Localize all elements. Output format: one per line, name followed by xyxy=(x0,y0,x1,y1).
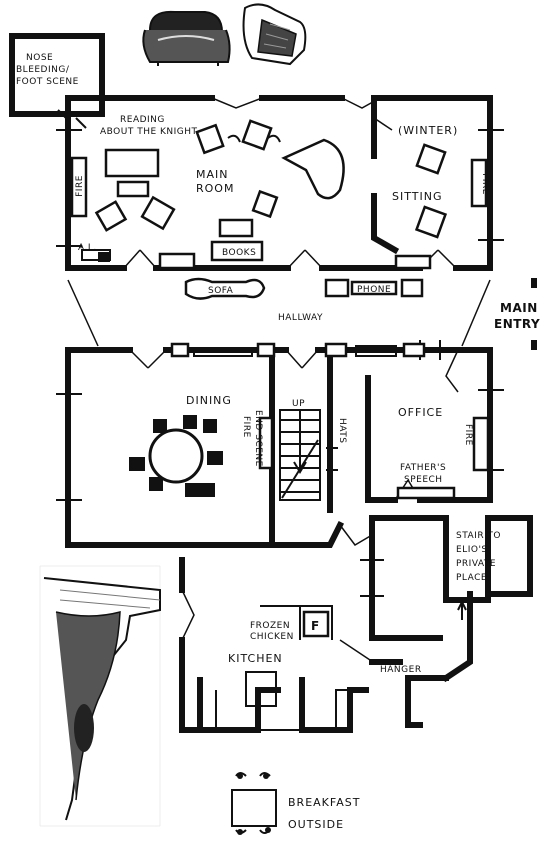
fire-office-label: FIRE xyxy=(463,424,473,446)
hallway-furniture xyxy=(170,277,426,358)
books-label: BOOKS xyxy=(222,248,256,258)
stair-label-3: PRIVATE xyxy=(456,559,496,569)
stair-label-4: PLACE xyxy=(456,573,487,583)
kitchen-furniture xyxy=(215,605,350,731)
phone-label: PHONE xyxy=(357,285,391,295)
fire-end-label-2: END SCENE xyxy=(253,410,263,467)
frozen-chicken-label-2: CHICKEN xyxy=(250,632,294,642)
office-furniture xyxy=(396,416,490,500)
main-room-fireplace xyxy=(70,156,88,218)
main-room-furniture xyxy=(81,119,345,270)
freezer-box xyxy=(302,610,330,638)
al-label: A.L. xyxy=(78,243,97,253)
stair-arrow xyxy=(457,599,467,620)
walls xyxy=(9,33,537,733)
armchair-sketch-left xyxy=(142,10,231,66)
reading-label-2: ABOUT THE KNIGHT xyxy=(100,127,198,137)
window-marks xyxy=(56,109,504,597)
fire-right-label: FIRE xyxy=(480,173,490,195)
sitting-room-furniture xyxy=(394,143,488,270)
winter-label: (WINTER) xyxy=(398,124,458,137)
hallway-label: HALLWAY xyxy=(278,313,323,323)
sofa xyxy=(184,277,266,300)
phone-table xyxy=(350,280,398,296)
up-label: UP xyxy=(292,399,305,409)
freezer-f-label: F xyxy=(311,619,320,633)
reading-label-1: READING xyxy=(120,115,165,125)
kitchen-table xyxy=(245,671,277,707)
hanger-label: HANGER xyxy=(380,665,422,675)
fathers-speech-label-2: SPEECH xyxy=(404,475,443,485)
fire-left-label: FIRE xyxy=(75,175,85,197)
breakfast-label-1: BREAKFAST xyxy=(288,796,360,809)
office-desk xyxy=(396,486,456,500)
nose-scene-room-wall xyxy=(9,33,105,117)
main-entry-label-2: ENTRY xyxy=(494,317,540,331)
dining-furniture xyxy=(129,415,274,497)
kitchen-label: KITCHEN xyxy=(228,652,283,665)
armchair-sketch-right xyxy=(242,3,307,66)
hats-label: HATS xyxy=(337,418,347,443)
nose-scene-label-2: BLEEDING/ xyxy=(16,65,70,75)
stair-label-1: STAIR TO xyxy=(456,531,501,541)
nose-scene-label-1: NOSE xyxy=(26,53,53,63)
dining-label: DINING xyxy=(186,394,232,407)
sofa-label: SOFA xyxy=(208,286,234,296)
sitting-label: SITTING xyxy=(392,190,442,203)
staircase xyxy=(279,409,321,501)
fire-end-label-1: FIRE xyxy=(241,416,251,438)
corbel-sketch xyxy=(39,565,161,827)
office-label: OFFICE xyxy=(398,406,443,419)
main-entry-label-1: MAIN xyxy=(500,301,538,315)
frozen-chicken-label-1: FROZEN xyxy=(250,621,290,631)
stair-label-2: ELIO'S xyxy=(456,545,488,555)
breakfast-label-2: OUTSIDE xyxy=(288,818,344,831)
fathers-speech-label-1: FATHER'S xyxy=(400,463,446,473)
breakfast-table-group xyxy=(231,772,277,835)
main-room-label-2: ROOM xyxy=(196,182,234,195)
main-room-label-1: MAIN xyxy=(196,168,229,181)
nose-scene-label-3: FOOT SCENE xyxy=(16,77,79,87)
dining-table xyxy=(148,428,204,484)
